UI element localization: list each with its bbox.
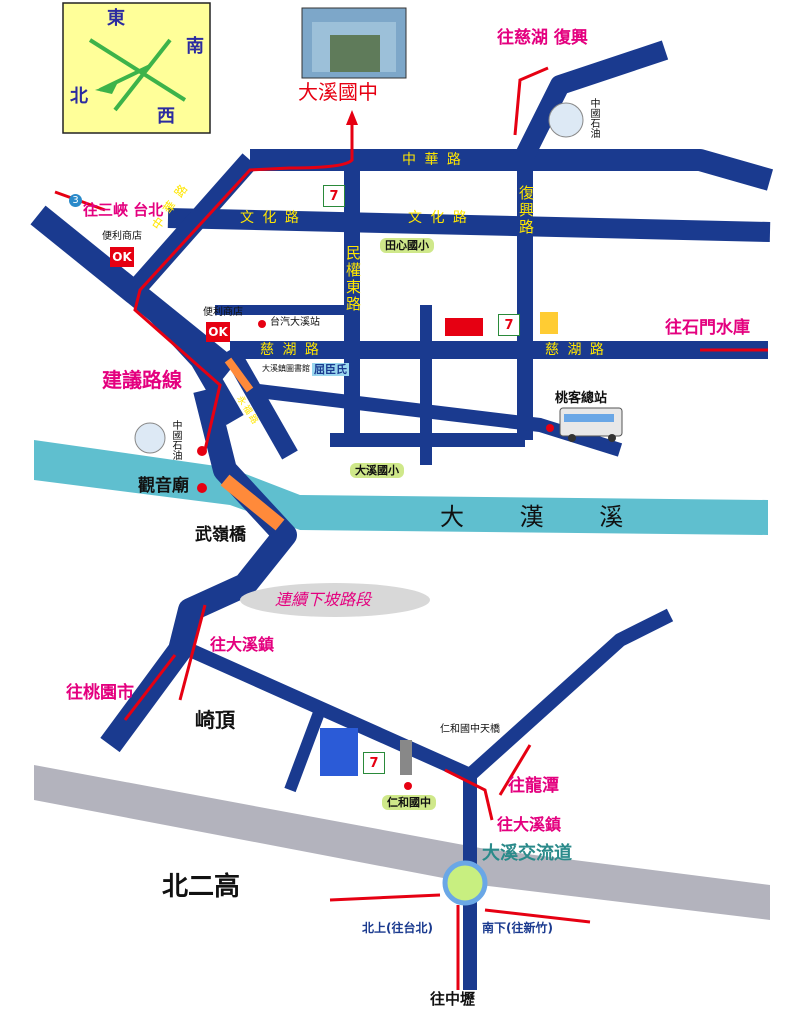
place-renhe-bridge: 仁和國中天橋: [440, 724, 500, 735]
dest-north-bound: 北上(往台北): [362, 921, 433, 935]
place-wuling: 武嶺橋: [195, 525, 246, 545]
place-taoke: 桃客總站: [555, 391, 608, 406]
road-fuxing-north: [516, 40, 669, 160]
road-main: [100, 387, 297, 753]
place-cpc-top: 中國石油: [588, 98, 599, 138]
dest-cihu-fuxing: 往慈湖 復興: [497, 28, 588, 48]
wuling-bridge: [220, 474, 285, 531]
road-label-wenhua2: 文 化 路: [408, 210, 469, 226]
road-south-a: [249, 383, 623, 457]
road-wenhua: [167, 208, 771, 242]
road-qiding: [284, 707, 326, 793]
downhill-ellipse: [240, 583, 430, 617]
suggested-route: [133, 115, 354, 451]
road-label-wenhua1: 文 化 路: [240, 210, 301, 226]
dest-shimen: 往石門水庫: [665, 318, 750, 338]
road-label-cihu1: 慈 湖 路: [260, 342, 321, 358]
compass-south: 南: [186, 36, 204, 57]
ok-store-1: OK: [110, 247, 134, 267]
road-label-minquan: 民權東路: [344, 245, 362, 313]
place-freeway: 北二高: [162, 872, 241, 902]
river-band: [34, 440, 768, 535]
dest-taoyuan: 往桃園市: [66, 683, 134, 703]
note-downhill: 連續下坡路段: [275, 590, 372, 609]
place-renhe: 仁和國中: [382, 795, 436, 810]
dest-zhongli: 往中壢: [430, 990, 476, 1008]
freeway-band: [34, 765, 770, 920]
place-wellcome: 屈臣氏: [312, 363, 349, 376]
river-label: 大 漢 溪: [440, 503, 648, 531]
place-guanyin: 觀音廟: [138, 476, 189, 496]
place-convenience: 便利商店: [102, 231, 142, 242]
place-tianxin: 田心國小: [380, 238, 434, 253]
seven-eleven-1: 7: [323, 185, 345, 207]
road-label-zhonghua-top: 中 華 路: [402, 152, 463, 168]
place-daxi-elem: 大溪國小: [350, 463, 404, 478]
dest-south-bound: 南下(往新竹): [482, 921, 553, 935]
dest-daxi-town2: 往大溪鎮: [497, 815, 562, 834]
compass-west: 西: [157, 106, 175, 127]
school-title: 大溪國中: [298, 80, 378, 104]
road-longtan: [465, 608, 674, 781]
place-convenience2: 便利商店: [203, 307, 243, 318]
note-suggested: 建議路線: [102, 368, 182, 392]
road-to-sanxia: [30, 205, 238, 380]
place-interchange: 大溪交流道: [482, 843, 572, 864]
cpc-top-logo: [548, 102, 584, 138]
cpc-left-logo: [134, 422, 166, 454]
seven-eleven-3: 7: [363, 752, 385, 774]
road-zhonghua-top: [250, 149, 774, 191]
interchange-ball: [442, 860, 488, 906]
place-small-shop: 大溪鎮圖書館: [262, 364, 310, 373]
road-yongfu: [222, 345, 298, 460]
dest-sanxia-taipei: 往三峽 台北: [83, 201, 164, 219]
road-label-fuxing: 復興路: [517, 185, 535, 236]
dest-sanxia-num: 3: [69, 194, 82, 207]
dest-daxi-town1: 往大溪鎮: [210, 635, 275, 654]
place-bus-station: 台汽大溪站: [270, 317, 320, 328]
seven-eleven-2: 7: [498, 314, 520, 336]
place-qiding: 崎頂: [195, 708, 235, 732]
dest-longtan: 往龍潭: [508, 776, 559, 796]
compass-east: 東: [107, 8, 125, 29]
road-label-cihu2: 慈 湖 路: [545, 342, 606, 358]
place-cpc-left: 中國石油: [170, 420, 181, 460]
compass-north: 北: [70, 86, 88, 107]
ok-store-2: OK: [206, 322, 230, 342]
